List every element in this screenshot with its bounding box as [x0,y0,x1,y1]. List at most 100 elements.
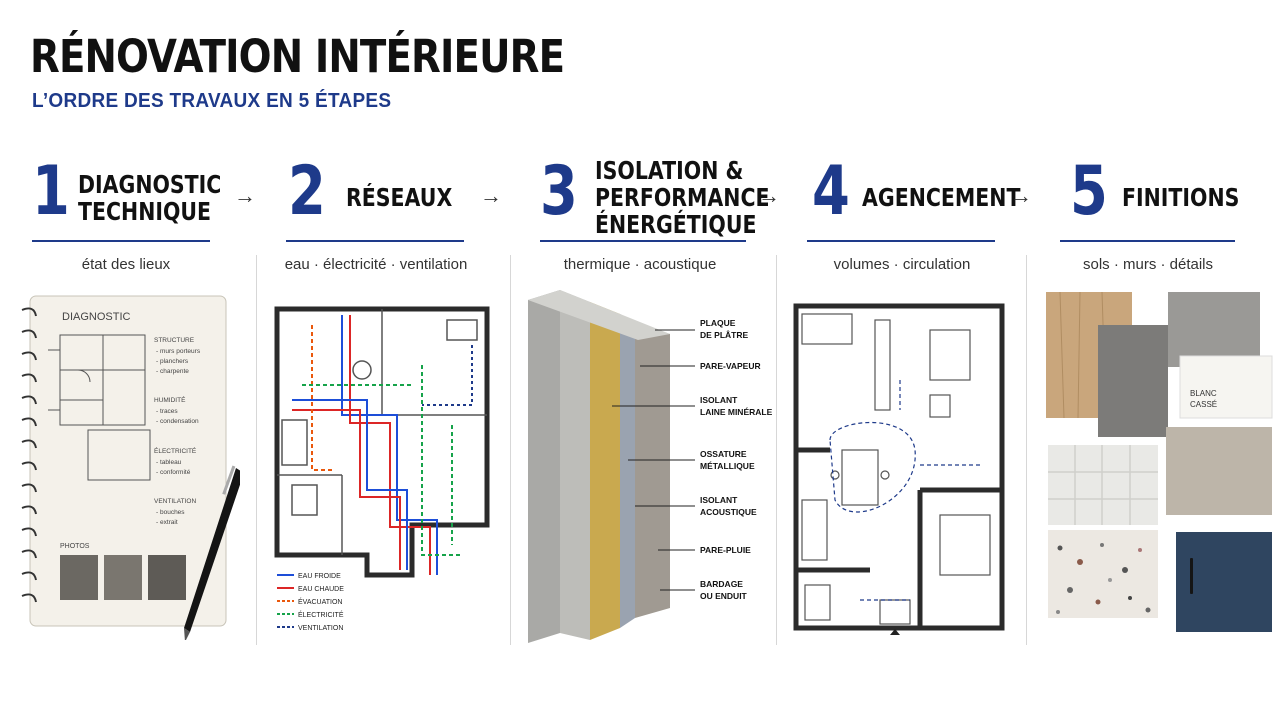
step-underline [32,240,210,242]
wall-layer-insulation [590,302,620,640]
step-title: ISOLATION & PERFORMANCE ÉNERGÉTIQUE [595,150,770,245]
step-title: AGENCEMENT [862,150,1020,245]
legend-label: ÉLECTRICITÉ [298,610,344,619]
checklist-item: - extrait [156,519,178,526]
step-5: 5 FINITIONS sols · murs · détails [1060,150,1250,273]
step-number: 3 [540,152,578,231]
step-subtitle: volumes · circulation [833,256,971,273]
step-subtitle: état des lieux [81,256,171,273]
carpet-sample [1166,427,1272,515]
paint-sample-label: BLANC [1190,389,1217,398]
step-4: 4 AGENCEMENT volumes · circulation [807,150,1020,273]
step-title-line: FINITIONS [1122,183,1240,212]
column-divider [256,255,257,645]
photo-thumbnail [60,555,98,600]
step-underline [1060,240,1235,242]
step-number: 2 [288,152,326,231]
photos-label: PHOTOS [60,543,90,550]
entrance-marker [890,629,900,635]
step-underline [540,240,746,242]
step-title-line: ISOLATION & [595,156,744,185]
wall-layer-render [560,290,590,640]
step-subtitle: eau · électricité · ventilation [284,256,468,273]
checklist-section: STRUCTURE [154,337,195,344]
step-title: RÉSEAUX [346,150,452,245]
column-divider [510,255,511,645]
layout-plan [793,303,1005,635]
arrow-icon: → [758,183,780,208]
network-legend: EAU FROIDE EAU CHAUDE ÉVACUATION ÉLECTRI… [277,573,344,632]
notebook-illustration: DIAGNOSTIC STRUCTURE - murs porteurs - p… [21,295,240,640]
step-title: FINITIONS [1122,150,1239,245]
checklist-item: - charpente [156,368,189,375]
layer-label: OU ENDUIT [700,591,748,601]
step-number: 5 [1070,152,1108,231]
step-title-line: PERFORMANCE [595,183,770,212]
checklist-item: - conformité [156,469,191,476]
wall-layer-board [635,322,670,618]
layer-label: ISOLANT [700,495,738,505]
photo-thumbnail [148,555,186,600]
step-subtitle: sols · murs · détails [1082,256,1214,273]
checklist-section: HUMIDITÉ [154,395,186,404]
step-title-line: RÉSEAUX [346,183,453,212]
network-lines [292,315,473,575]
checklist-item: - tableau [156,459,182,466]
notebook-page [29,295,227,627]
terrazzo-sample [1048,530,1158,618]
notebook-heading: DIAGNOSTIC [62,311,131,323]
checklist-item: - planchers [156,358,189,365]
legend-label: ÉVACUATION [298,597,342,606]
material-samples: BLANC CASSÉ [1046,291,1273,632]
cabinet-handle [1190,558,1193,594]
step-number: 4 [812,152,850,231]
spiral-binding [21,307,37,603]
layer-labels: PLAQUE DE PLÂTRE PARE-VAPEUR ISOLANT LAI… [700,318,773,601]
layer-label: OSSATURE [700,449,747,459]
checklist-section: ÉLECTRICITÉ [154,446,197,455]
floor-plan-sketch [48,334,151,481]
step-1: 1 DIAGNOSTIC TECHNIQUE état des lieux [32,150,222,273]
wall-layer-metal-frame [620,314,635,628]
layer-label: ACOUSTIQUE [700,507,757,517]
page-title: RÉNOVATION INTÉRIEURE [30,30,565,83]
step-title-line: AGENCEMENT [862,183,1021,212]
step-3: 3 ISOLATION & PERFORMANCE ÉNERGÉTIQUE th… [540,150,770,273]
layer-label: MÉTALLIQUE [700,461,755,471]
photo-thumbnail [104,555,142,600]
networks-plan: EAU FROIDE EAU CHAUDE ÉVACUATION ÉLECTRI… [274,306,490,632]
paint-sample-label: CASSÉ [1190,400,1217,409]
concrete-sample [1168,292,1260,367]
stone-sample [1098,325,1168,437]
column-divider [1026,255,1027,645]
step-subtitle: thermique · acoustique [563,256,717,273]
paint-sample [1179,355,1273,419]
step-title-line: ÉNERGÉTIQUE [595,210,757,239]
page-subtitle: L’ORDRE DES TRAVAUX EN 5 ÉTAPES [32,90,392,112]
column-divider [776,255,777,645]
arrow-icon: → [1010,183,1032,208]
step-title-line: DIAGNOSTIC [78,169,222,199]
layer-label: PLAQUE [700,318,736,328]
step-underline [807,240,995,242]
layer-label: BARDAGE [700,579,743,589]
step-title-line: TECHNIQUE [78,196,212,226]
step-2: 2 RÉSEAUX eau · électricité · ventilatio… [285,150,488,274]
step-number: 1 [32,152,70,231]
layer-label: ISOLANT [700,395,738,405]
tile-sample [1048,445,1158,525]
layer-label: PARE-VAPEUR [700,361,761,371]
checklist-section: VENTILATION [154,498,196,505]
layer-callouts [612,329,695,591]
legend-label: EAU FROIDE [298,573,341,580]
legend-label: EAU CHAUDE [298,586,344,593]
checklist-item: - bouches [156,509,185,516]
terrazzo-chips [1056,543,1151,614]
wall-layer-concrete [528,290,560,643]
plan-walls [274,306,490,578]
furniture [801,313,991,625]
checklist-item: - condensation [156,418,199,425]
layer-label: PARE-PLUIE [700,545,751,555]
checklist-item: - murs porteurs [156,348,201,355]
plan-walls [793,303,1005,631]
